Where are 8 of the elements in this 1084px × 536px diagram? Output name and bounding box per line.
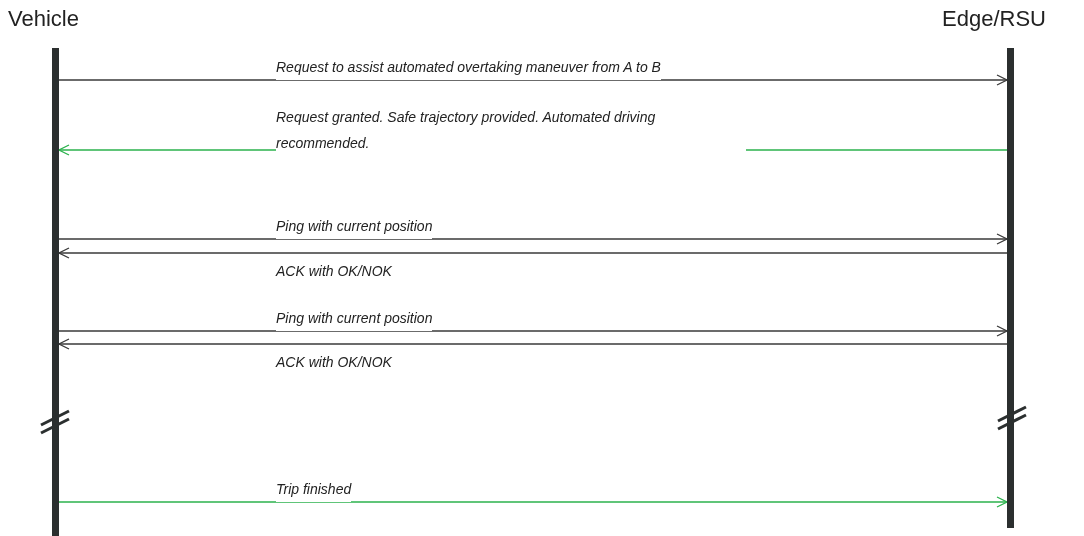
arrow: [58, 496, 1008, 508]
arrow: [58, 233, 1008, 245]
arrow: [58, 74, 1008, 86]
arrow: [58, 338, 1008, 350]
arrow: [58, 325, 1008, 337]
arrow: [58, 247, 1008, 259]
participant-name: Edge/RSU: [942, 6, 1046, 32]
participant-name: Vehicle: [8, 6, 79, 32]
